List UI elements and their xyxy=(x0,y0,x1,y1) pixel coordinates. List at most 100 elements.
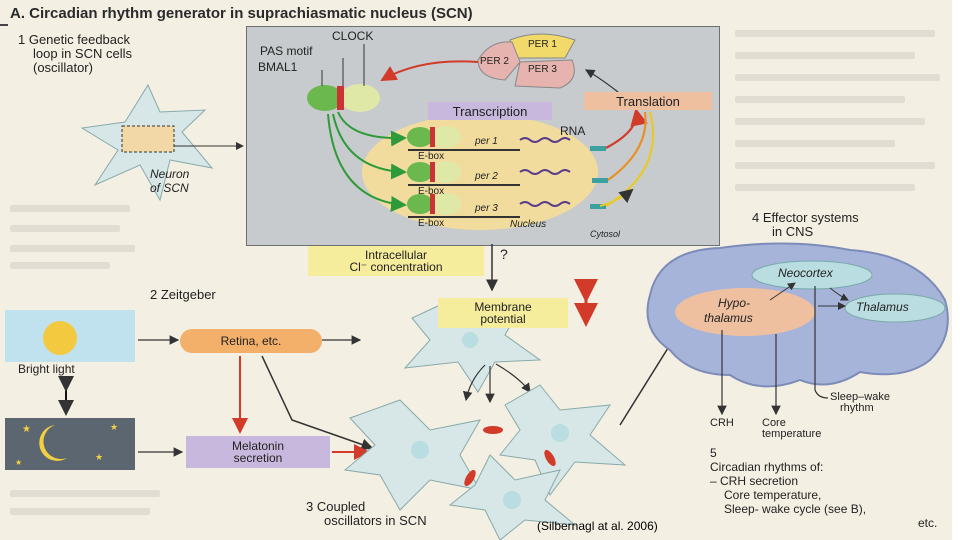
panel5-item-3: Sleep- wake cycle (see B), xyxy=(724,502,867,516)
coupled-cell-nucleus-3 xyxy=(503,491,521,509)
per1-shape xyxy=(509,33,576,59)
neocortex-to-thalamus-arrow xyxy=(829,287,849,301)
ribosome-2 xyxy=(592,178,608,183)
neuron-label-line1: Neuron xyxy=(150,167,190,181)
pas-band xyxy=(337,86,344,110)
core-temp-label-line1: Core xyxy=(762,417,786,429)
title-underline xyxy=(0,24,8,26)
panel1-heading-line2: loop in SCN cells xyxy=(33,46,132,61)
ribosome-1 xyxy=(590,146,606,151)
translation-label: Translation xyxy=(616,93,680,109)
per1-label: PER 1 xyxy=(528,39,557,50)
ebox-label-2: E-box xyxy=(418,186,445,197)
translation-tag: Translation xyxy=(584,92,712,110)
panel5-item-2: Core temperature, xyxy=(724,488,822,502)
ebox-label-3: E-box xyxy=(418,218,445,229)
clock-protein xyxy=(340,84,380,112)
right-edge-strip xyxy=(952,0,960,540)
question-mark: ? xyxy=(500,246,508,262)
transcription-label: Transcription xyxy=(452,103,528,119)
zeitgeber-heading: 2 Zeitgeber xyxy=(150,287,216,302)
bmal1-label: BMAL1 xyxy=(258,60,298,74)
gene-row-3 xyxy=(407,193,520,218)
gene-label-per3: per 3 xyxy=(475,203,498,214)
per2-label: PER 2 xyxy=(480,56,509,67)
star-icon-4: ★ xyxy=(15,458,22,467)
gap-junction-1 xyxy=(483,426,503,434)
melatonin-label-line2: secretion xyxy=(233,451,283,465)
night-image xyxy=(5,418,135,470)
hypothalamus-shape xyxy=(675,288,815,336)
bright-light-label: Bright light xyxy=(18,362,75,376)
membrane-label-line1: Membrane xyxy=(474,300,532,314)
core-temp-label-line2: temperature xyxy=(762,428,822,440)
melatonin-label-line1: Melatonin xyxy=(231,439,285,453)
ebox-label-1: E-box xyxy=(418,151,445,162)
moon-icon xyxy=(39,425,67,461)
clock-label: CLOCK xyxy=(332,29,374,43)
rna-strand-2 xyxy=(519,169,571,175)
star-icon-3: ★ xyxy=(95,452,103,462)
diagram-title: A. Circadian rhythm generator in suprach… xyxy=(10,5,473,22)
green-arrow-2 xyxy=(332,113,407,180)
intracellular-tag: Intracellular Cl⁻ concentration xyxy=(308,246,484,276)
sleep-wake-line xyxy=(814,286,829,399)
retina-label: Retina, etc. xyxy=(220,334,282,348)
coupled-cell-1 xyxy=(343,399,481,511)
membrane-tag: Membrane potential xyxy=(438,298,568,328)
neocortex-label: Neocortex xyxy=(778,266,833,280)
feedback-arrow xyxy=(380,60,479,82)
hypothalamus-label-line2: thalamus xyxy=(704,311,753,325)
star-icon-2: ★ xyxy=(110,422,118,432)
sleep-wake-label-line1: Sleep–wake xyxy=(830,391,890,403)
citation: (Silbernagl at al. 2006) xyxy=(537,519,658,533)
panel5-item-1: – CRH secretion xyxy=(710,474,799,488)
rna-strand-1 xyxy=(519,137,571,143)
translation-curve-orange xyxy=(607,111,647,181)
panel5-number: 5 xyxy=(710,446,717,460)
panel1-heading-line1: 1 Genetic feedback xyxy=(18,32,131,47)
bmal1-protein xyxy=(307,85,343,111)
hypo-to-neocortex-arrow xyxy=(769,282,796,301)
panel3-heading-line2: oscillators in SCN xyxy=(324,513,427,528)
star-icon: ★ xyxy=(22,424,31,435)
coupled-cell-nucleus-1 xyxy=(411,441,429,459)
membrane-label-line2: potential xyxy=(480,312,526,326)
melatonin-tag: Melatonin secretion xyxy=(186,436,330,468)
panel4-heading-line1: 4 Effector systems xyxy=(752,210,859,225)
green-arrow-1 xyxy=(337,111,407,147)
gene-row-1 xyxy=(407,126,520,151)
sun-icon xyxy=(43,321,77,355)
gap-junction-3 xyxy=(464,469,476,487)
gene-row-2 xyxy=(407,161,520,186)
pas-motif-label: PAS motif xyxy=(260,44,313,58)
neuron-label-line2: of SCN xyxy=(150,181,189,195)
panel3-heading-line1: 3 Coupled xyxy=(306,499,366,514)
membrane-cell-nucleus xyxy=(462,332,478,348)
crh-label: CRH xyxy=(710,417,734,429)
coupled-cell-nucleus-2 xyxy=(551,424,569,442)
panel5-heading: Circadian rhythms of: xyxy=(710,460,824,474)
cytosol-arrow xyxy=(599,188,634,207)
cytosol-label: Cytosol xyxy=(590,229,621,239)
transcription-tag: Transcription xyxy=(428,102,552,120)
intracellular-label-line2: Cl⁻ concentration xyxy=(349,260,443,274)
panel5-etc: etc. xyxy=(918,516,938,530)
thalamus-label: Thalamus xyxy=(856,300,909,314)
translation-arrow xyxy=(584,69,619,93)
retina-to-scn-arrow xyxy=(261,355,374,451)
neuron-zoom-box xyxy=(121,125,175,153)
neocortex-shape xyxy=(751,260,873,290)
rna-label: RNA xyxy=(560,124,586,138)
green-arrow-3 xyxy=(327,113,407,212)
hypothalamus-label-line1: Hypo- xyxy=(718,296,751,310)
gene-label-per2: per 2 xyxy=(475,171,498,182)
translation-curve-red xyxy=(605,107,648,149)
membrane-arrow-3 xyxy=(495,363,531,393)
nucleus-label: Nucleus xyxy=(510,219,547,230)
intracellular-label-line1: Intracellular xyxy=(364,248,428,262)
gap-junction-2 xyxy=(544,449,556,467)
panel1-heading-line3: (oscillator) xyxy=(33,60,93,75)
per3-shape xyxy=(514,59,575,89)
